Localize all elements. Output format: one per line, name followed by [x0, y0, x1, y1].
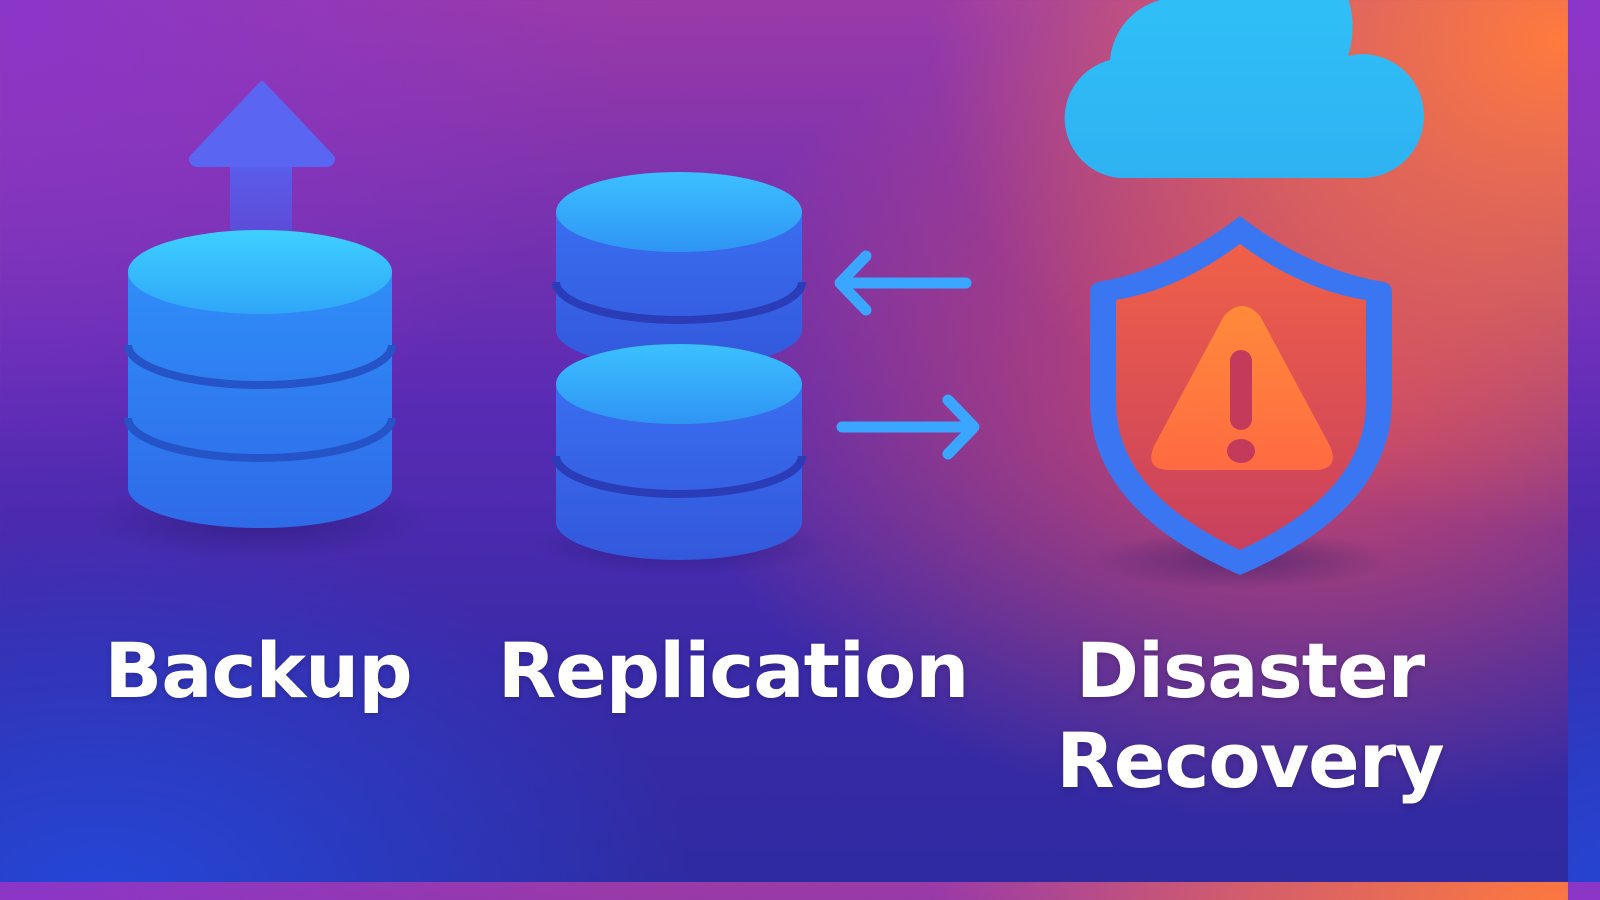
arrow-right-icon — [836, 394, 980, 460]
upload-arrow-icon — [189, 81, 335, 245]
disaster-recovery-label-line2: Recovery — [1056, 716, 1444, 805]
database-icon — [552, 344, 806, 560]
database-icon — [124, 230, 396, 528]
backup-label: Backup — [104, 626, 412, 715]
backup-group — [90, 81, 430, 560]
disaster-recovery-label: Disaster Recovery — [1030, 626, 1470, 806]
illustration-canvas — [90, 0, 1424, 590]
disaster-recovery-group — [1064, 0, 1424, 590]
arrow-left-icon — [834, 250, 972, 316]
cloud-icon — [1064, 0, 1424, 178]
database-icon — [552, 172, 806, 368]
replication-label: Replication — [497, 626, 970, 715]
illustration: Backup Replication Disaster Recovery — [90, 0, 1470, 806]
disaster-recovery-label-line1: Disaster — [1075, 626, 1425, 715]
warning-icon — [1151, 306, 1333, 470]
replication-group — [530, 172, 980, 575]
